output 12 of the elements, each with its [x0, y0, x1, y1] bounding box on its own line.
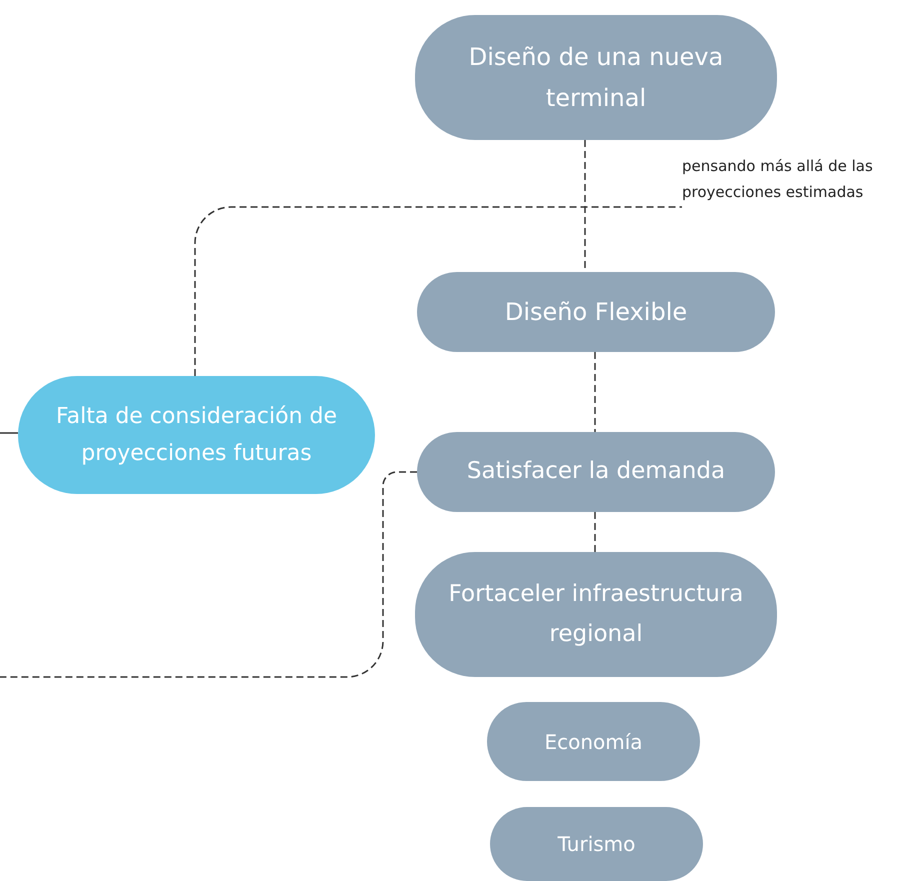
rounded-box: Diseño Flexible: [417, 272, 775, 352]
rounded-box: Satisfacer la demanda: [417, 432, 775, 512]
connector: [594, 512, 596, 552]
rounded-box: Diseño de una nueva terminal: [415, 15, 777, 140]
rounded-box: Falta de consideración de proyecciones futuras: [18, 376, 375, 494]
rounded-box: Fortaceler infraestructura regional: [415, 552, 777, 677]
annotation-text: pensando más allá de las proyecciones estimadas: [682, 153, 902, 251]
rounded-box: Economía: [487, 702, 700, 781]
rounded-box: Turismo: [490, 807, 703, 881]
connector: [194, 206, 682, 376]
connector: [0, 432, 18, 434]
connector: [594, 352, 596, 432]
